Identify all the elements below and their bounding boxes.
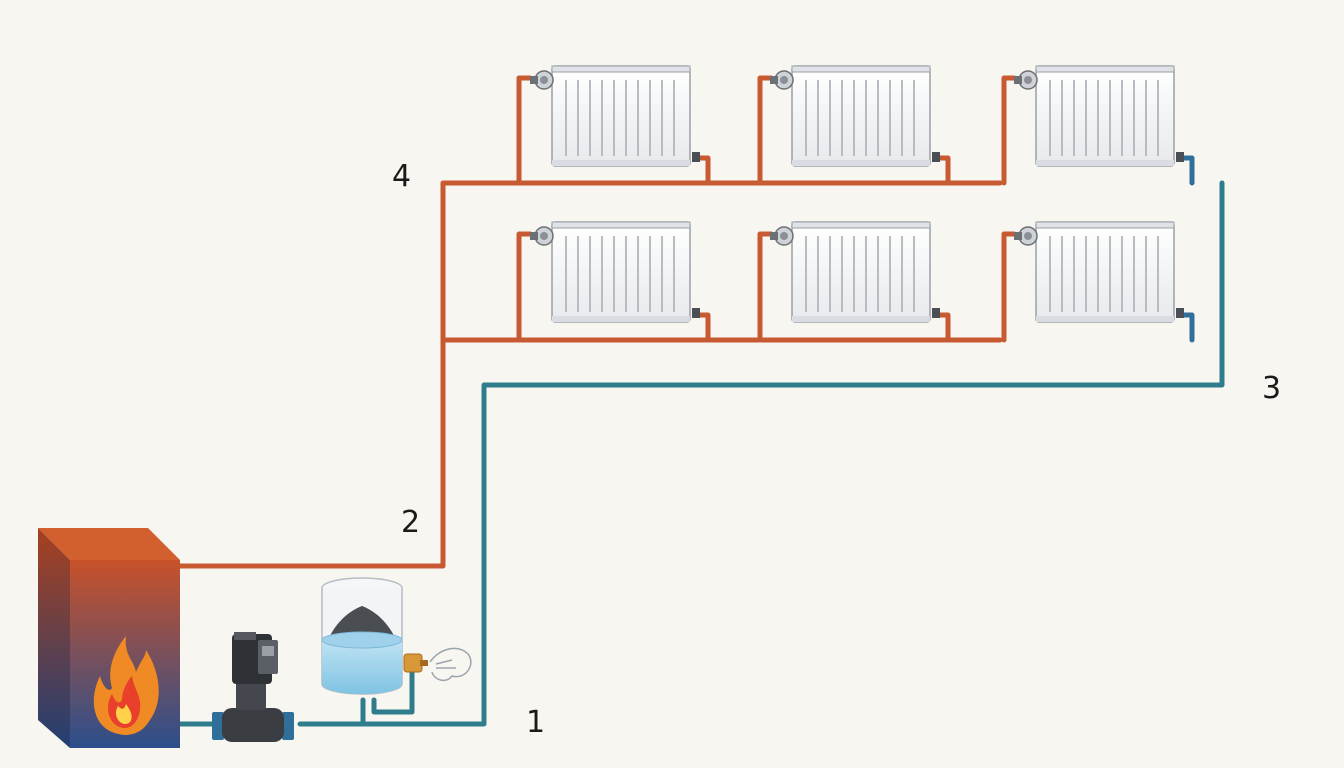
radiator-bottom-2 xyxy=(769,221,941,323)
point-label-3: 3 xyxy=(1262,371,1282,406)
circulation-pump-icon xyxy=(212,632,294,742)
expansion-tank-icon xyxy=(321,577,403,695)
flame-icon xyxy=(93,636,159,735)
radiator-top-2 xyxy=(769,65,941,167)
radiator-top-3 xyxy=(1013,65,1185,167)
steam-icon xyxy=(429,647,472,682)
safety-valve-icon xyxy=(403,653,428,673)
supply-pipes xyxy=(177,75,1225,569)
return-pipes xyxy=(177,155,1225,727)
radiator-top-1 xyxy=(529,65,701,167)
radiator-bottom-1 xyxy=(529,221,701,323)
radiator-bottom-3 xyxy=(1013,221,1185,323)
point-label-2: 2 xyxy=(401,505,421,540)
point-label-4: 4 xyxy=(392,159,412,194)
point-label-1: 1 xyxy=(526,705,546,740)
